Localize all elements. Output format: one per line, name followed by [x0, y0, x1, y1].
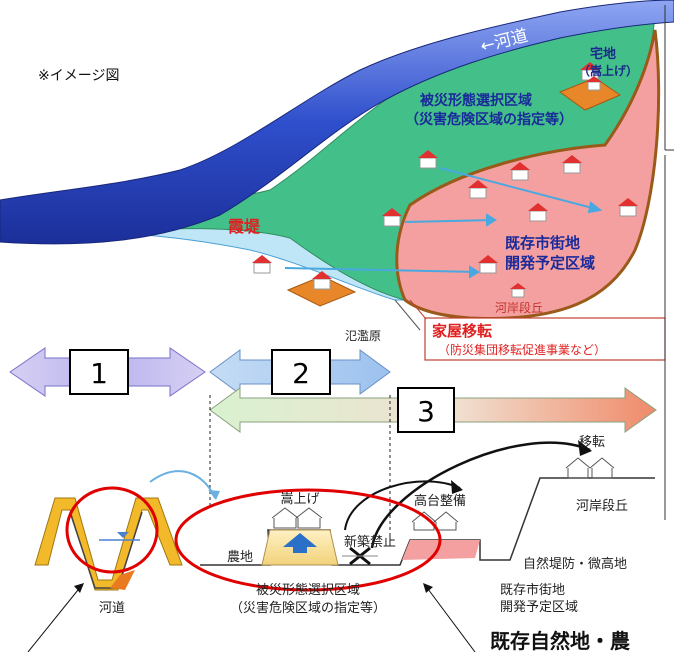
bottom-city-label-2: 開発予定区域	[500, 600, 578, 615]
natural-levee-label: 自然堤防・微高地	[523, 556, 627, 572]
raised-lot	[558, 77, 622, 111]
river-bottom-label: 河道	[99, 601, 125, 616]
existing-city-label-1: 既存市街地	[505, 234, 580, 252]
highlight-selection-zone	[174, 488, 442, 592]
bottom-cut-label: 既存自然地・農	[490, 629, 630, 652]
kasumi-tei-label: 霞堤	[228, 217, 261, 236]
relocation-label-2: （防災集団移転促進事業など）	[438, 342, 606, 357]
farmland-label: 農地	[227, 550, 253, 565]
relocation-label-1: 家屋移転	[432, 322, 492, 340]
section-2-label: 2	[292, 357, 310, 390]
highlight-river-channel	[65, 486, 159, 574]
relocate-arrow	[370, 441, 591, 549]
bottom-city-label-1: 既存市街地	[500, 582, 565, 598]
terrace-right-label: 河岸段丘	[576, 499, 628, 514]
floodplain-label: 氾濫原	[345, 329, 381, 343]
highland-label: 高台整備	[414, 493, 466, 509]
relocation-callout	[424, 317, 666, 361]
bottom-zone-label-2: （災害危険区域の指定等）	[230, 600, 386, 616]
no-new-build-label: 新築禁止	[344, 534, 396, 550]
relocate-label: 移転	[579, 435, 605, 450]
note-label: ※イメージ図	[38, 68, 119, 84]
bottom-zone-label-1: 被災形態選択区域	[256, 582, 360, 598]
residential-label: 宅地	[590, 46, 616, 62]
selection-zone-label-2: （災害危険区域の指定等）	[405, 111, 573, 128]
raised-lot	[286, 275, 357, 307]
house-icons	[252, 62, 638, 298]
selection-zone-label-1: 被災形態選択区域	[420, 92, 532, 109]
overflow-arrow	[149, 470, 216, 499]
section-3-label: 3	[417, 395, 435, 428]
relocation-arrows	[284, 167, 603, 279]
section-1-label: 1	[90, 357, 108, 390]
residential-raised-label: （嵩上げ）	[578, 63, 638, 78]
existing-city-label-2: 開発予定区域	[505, 254, 595, 272]
river-terrace-top-label: 河岸段丘	[495, 300, 543, 315]
raise-label: 嵩上げ	[280, 492, 319, 507]
levee-left	[34, 497, 183, 591]
